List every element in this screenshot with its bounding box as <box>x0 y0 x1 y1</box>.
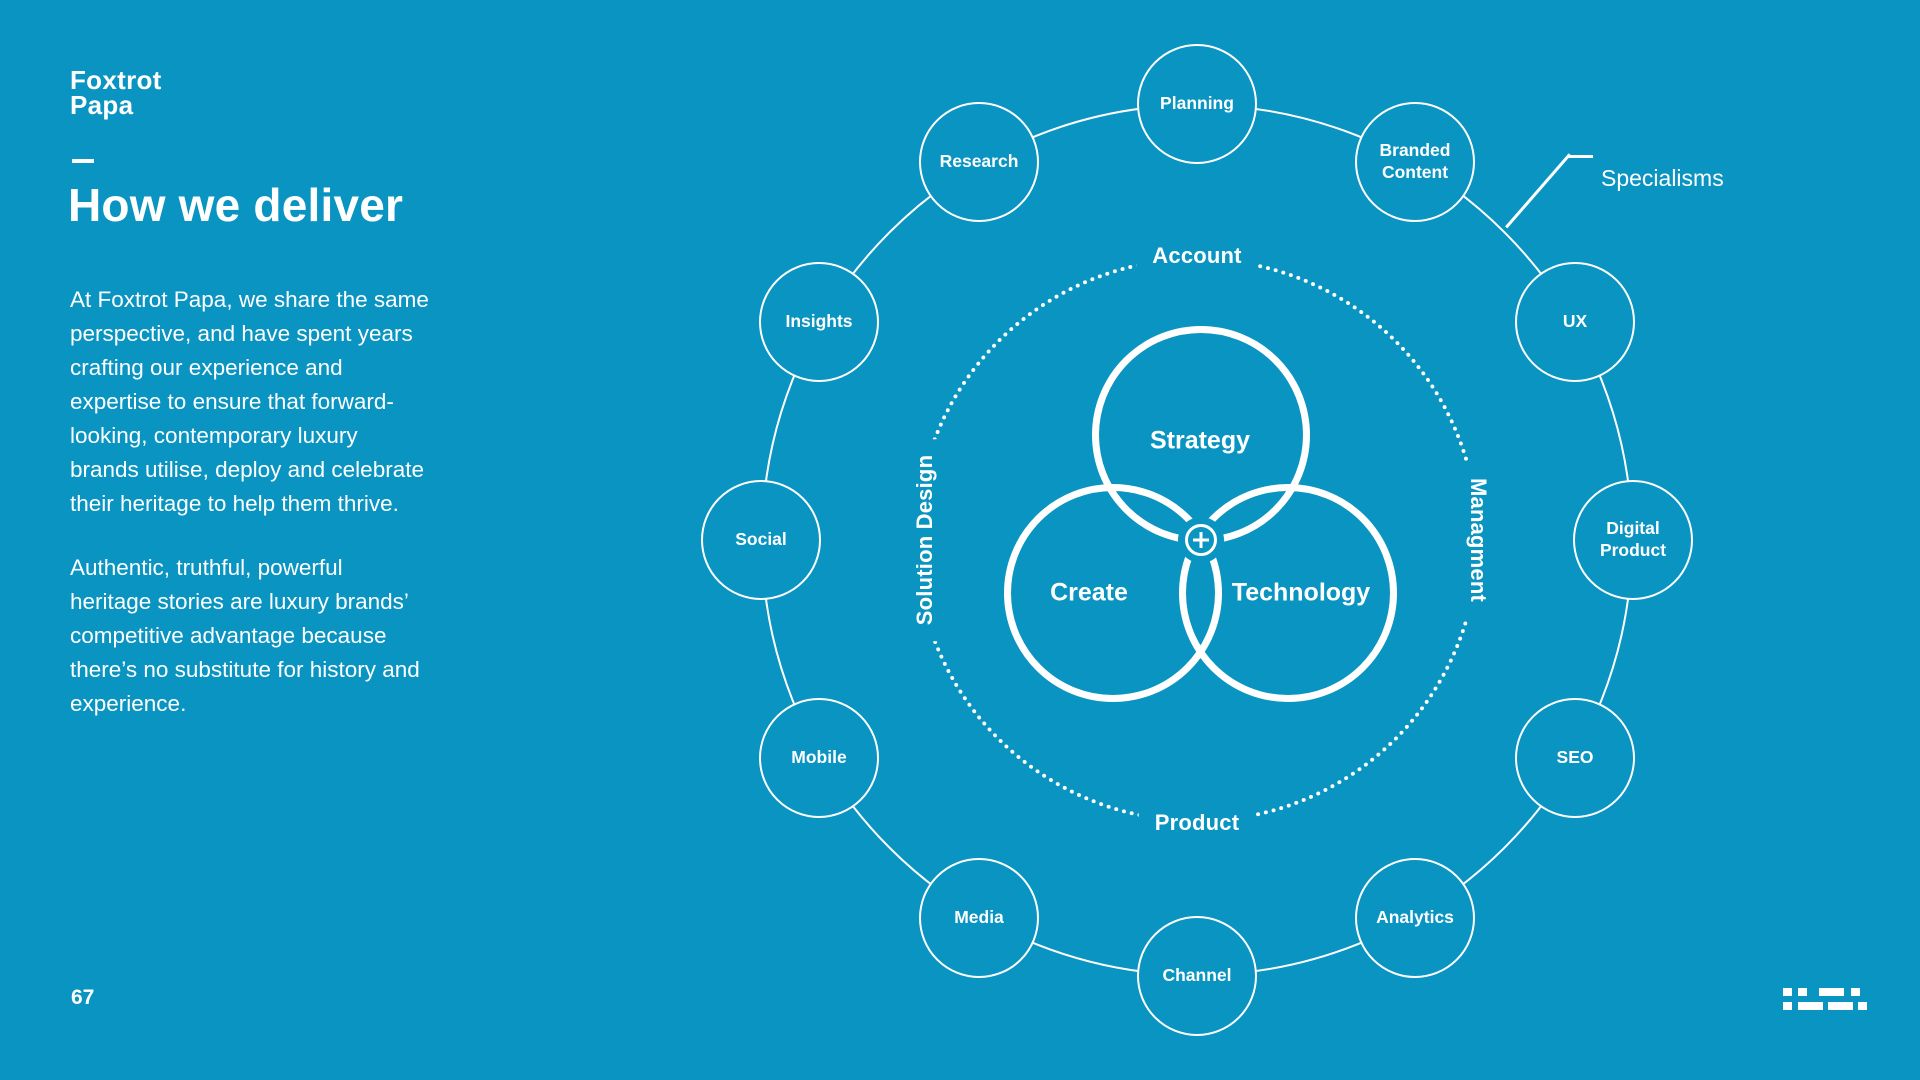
node-planning: Planning <box>1137 44 1257 164</box>
venn-label-create: Create <box>1050 578 1128 607</box>
heading-dash <box>72 159 94 163</box>
node-label: Research <box>939 151 1019 172</box>
ring-label-account: Account <box>1136 241 1258 271</box>
node-mobile: Mobile <box>759 698 879 818</box>
node-label: UX <box>1562 311 1588 332</box>
node-label: Analytics <box>1376 907 1454 928</box>
venn-label-strategy: Strategy <box>1149 426 1251 455</box>
node-media: Media <box>919 858 1039 978</box>
ring-label-product: Product <box>1138 808 1256 838</box>
specialisms-callout-line <box>1505 153 1571 229</box>
node-ux: UX <box>1515 262 1635 382</box>
page-title: How we deliver <box>68 179 404 231</box>
node-label: Social <box>735 529 787 550</box>
node-label: Channel <box>1162 965 1232 986</box>
venn-circle-technology <box>1179 484 1397 702</box>
node-label: Planning <box>1160 93 1234 114</box>
node-insights: Insights <box>759 262 879 382</box>
specialisms-callout-tick <box>1567 155 1593 158</box>
node-label: Insights <box>785 311 853 332</box>
node-channel: Channel <box>1137 916 1257 1036</box>
second-paragraph: Authentic, truthful, powerful heritage s… <box>70 555 420 716</box>
plus-in-circle-icon <box>1185 524 1217 556</box>
node-label: Digital Product <box>1599 518 1667 560</box>
company-logo: Foxtrot Papa <box>70 65 162 120</box>
venn-label-technology: Technology <box>1231 578 1371 607</box>
node-label: Media <box>954 907 1004 928</box>
ring-label-solution-design: Solution Design <box>910 438 940 642</box>
page-number: 67 <box>71 986 95 1009</box>
node-branded-content: Branded Content <box>1355 102 1475 222</box>
intro-paragraph: At Foxtrot Papa, we share the same persp… <box>70 287 429 516</box>
morse-row <box>1783 988 1867 996</box>
node-label: SEO <box>1556 747 1594 768</box>
node-research: Research <box>919 102 1039 222</box>
node-seo: SEO <box>1515 698 1635 818</box>
morse-row <box>1783 1002 1867 1010</box>
node-digital-product: Digital Product <box>1573 480 1693 600</box>
node-label: Mobile <box>791 747 847 768</box>
ring-label-managment: Managment <box>1463 461 1493 619</box>
specialisms-label: Specialisms <box>1601 165 1724 191</box>
node-label: Branded Content <box>1379 140 1451 182</box>
node-analytics: Analytics <box>1355 858 1475 978</box>
node-social: Social <box>701 480 821 600</box>
morse-logo-icon <box>1783 988 1867 1016</box>
